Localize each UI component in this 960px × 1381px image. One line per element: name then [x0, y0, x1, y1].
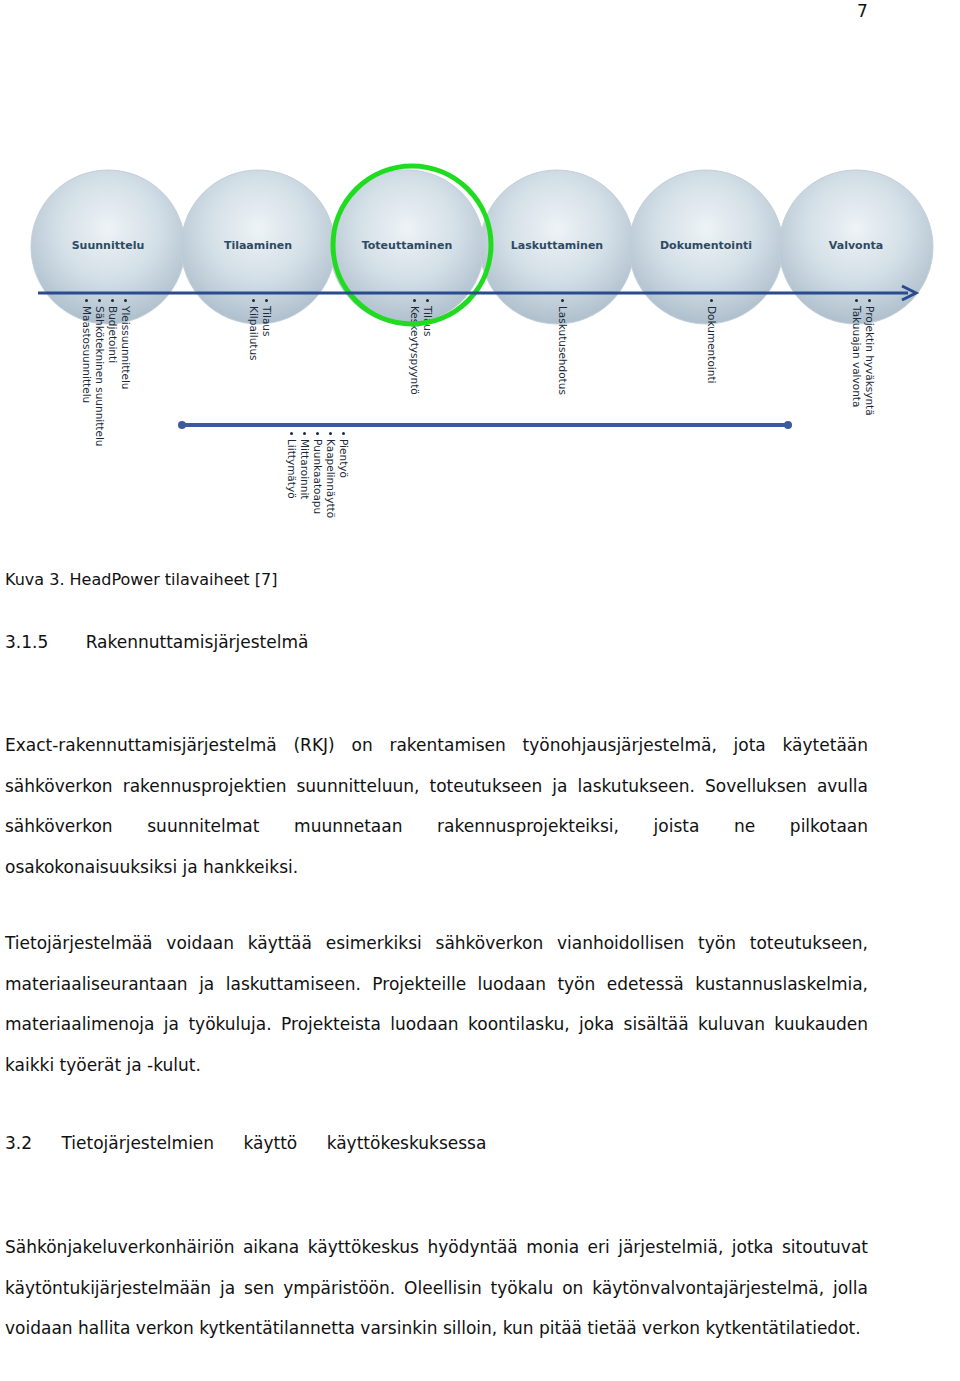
phase-label: Tilaaminen [180, 239, 336, 252]
task-item: Sähkötekninen suunnittelu [93, 298, 106, 447]
bullet-list: Laskutusehdotus [556, 298, 569, 395]
task-item: Kilpailutus [247, 298, 260, 361]
paragraph: Exact-rakennuttamisjärjestelmä (RKJ) on … [5, 725, 868, 887]
phase-label: Laskuttaminen [479, 239, 635, 252]
bullet-list: Dokumentointi [705, 298, 718, 383]
task-item: Puunkaatoapu [311, 431, 324, 518]
task-item: Tilaus [421, 298, 434, 395]
task-item: Yleissuunnittelu [119, 298, 132, 447]
task-item: Kaapelinnäyttö [324, 431, 337, 518]
bullet-list: TilausKeskeytyspyyntö [408, 298, 434, 395]
bullet-list: TilausKilpailutus [247, 298, 273, 361]
circle-fill [330, 170, 484, 324]
phase-label: Suunnittelu [30, 239, 186, 252]
section-heading: 3.2 Tietojärjestelmien käyttö käyttökesk… [5, 1131, 486, 1155]
circle-fill [629, 170, 783, 324]
bullet-list: YleissuunnitteluBudjetointiSähkötekninen… [80, 298, 132, 447]
line-end [178, 421, 186, 429]
phase-label: Dokumentointi [628, 239, 784, 252]
phase-circle: Valvonta [778, 169, 934, 325]
phase-circle: Laskuttaminen [479, 169, 635, 325]
section-heading: 3.1.5 Rakennuttamisjärjestelmä [5, 630, 308, 654]
task-item: Laskutusehdotus [556, 298, 569, 395]
bullet-list: Projektin hyväksyntäTakuuajan valvonta [850, 298, 876, 416]
phase-label: Valvonta [778, 239, 934, 252]
task-item: Keskeytyspyyntö [408, 298, 421, 395]
page-number: 7 [857, 0, 868, 23]
sub-timeline [182, 423, 788, 427]
task-item: Budjetointi [106, 298, 119, 447]
task-item: Projektin hyväksyntä [863, 298, 876, 416]
task-item: Maastosuunnittelu [80, 298, 93, 447]
task-item: Pientyö [337, 431, 350, 518]
line-end [784, 421, 792, 429]
task-item: Takuuajan valvonta [850, 298, 863, 416]
circle-fill [779, 170, 933, 324]
paragraph: Tietojärjestelmää voidaan käyttää esimer… [5, 923, 868, 1085]
phase-label: Toteuttaminen [329, 239, 485, 252]
task-item: Mittaroinnit [298, 431, 311, 518]
figure-caption: Kuva 3. HeadPower tilavaiheet [7] [5, 568, 277, 592]
bullet-list: PientyöKaapelinnäyttöPuunkaatoapuMittaro… [285, 431, 350, 518]
phase-circle: Tilaaminen [180, 169, 336, 325]
circle-fill [480, 170, 634, 324]
circle-fill [181, 170, 335, 324]
task-item: Liittymätyö [285, 431, 298, 518]
phase-circle: Toteuttaminen [329, 169, 485, 325]
task-item: Tilaus [260, 298, 273, 361]
task-item: Dokumentointi [705, 298, 718, 383]
phase-circle: Dokumentointi [628, 169, 784, 325]
circle-fill [31, 170, 185, 324]
phase-circle: Suunnittelu [30, 169, 186, 325]
paragraph: Sähkönjakeluverkonhäiriön aikana käyttök… [5, 1227, 868, 1349]
